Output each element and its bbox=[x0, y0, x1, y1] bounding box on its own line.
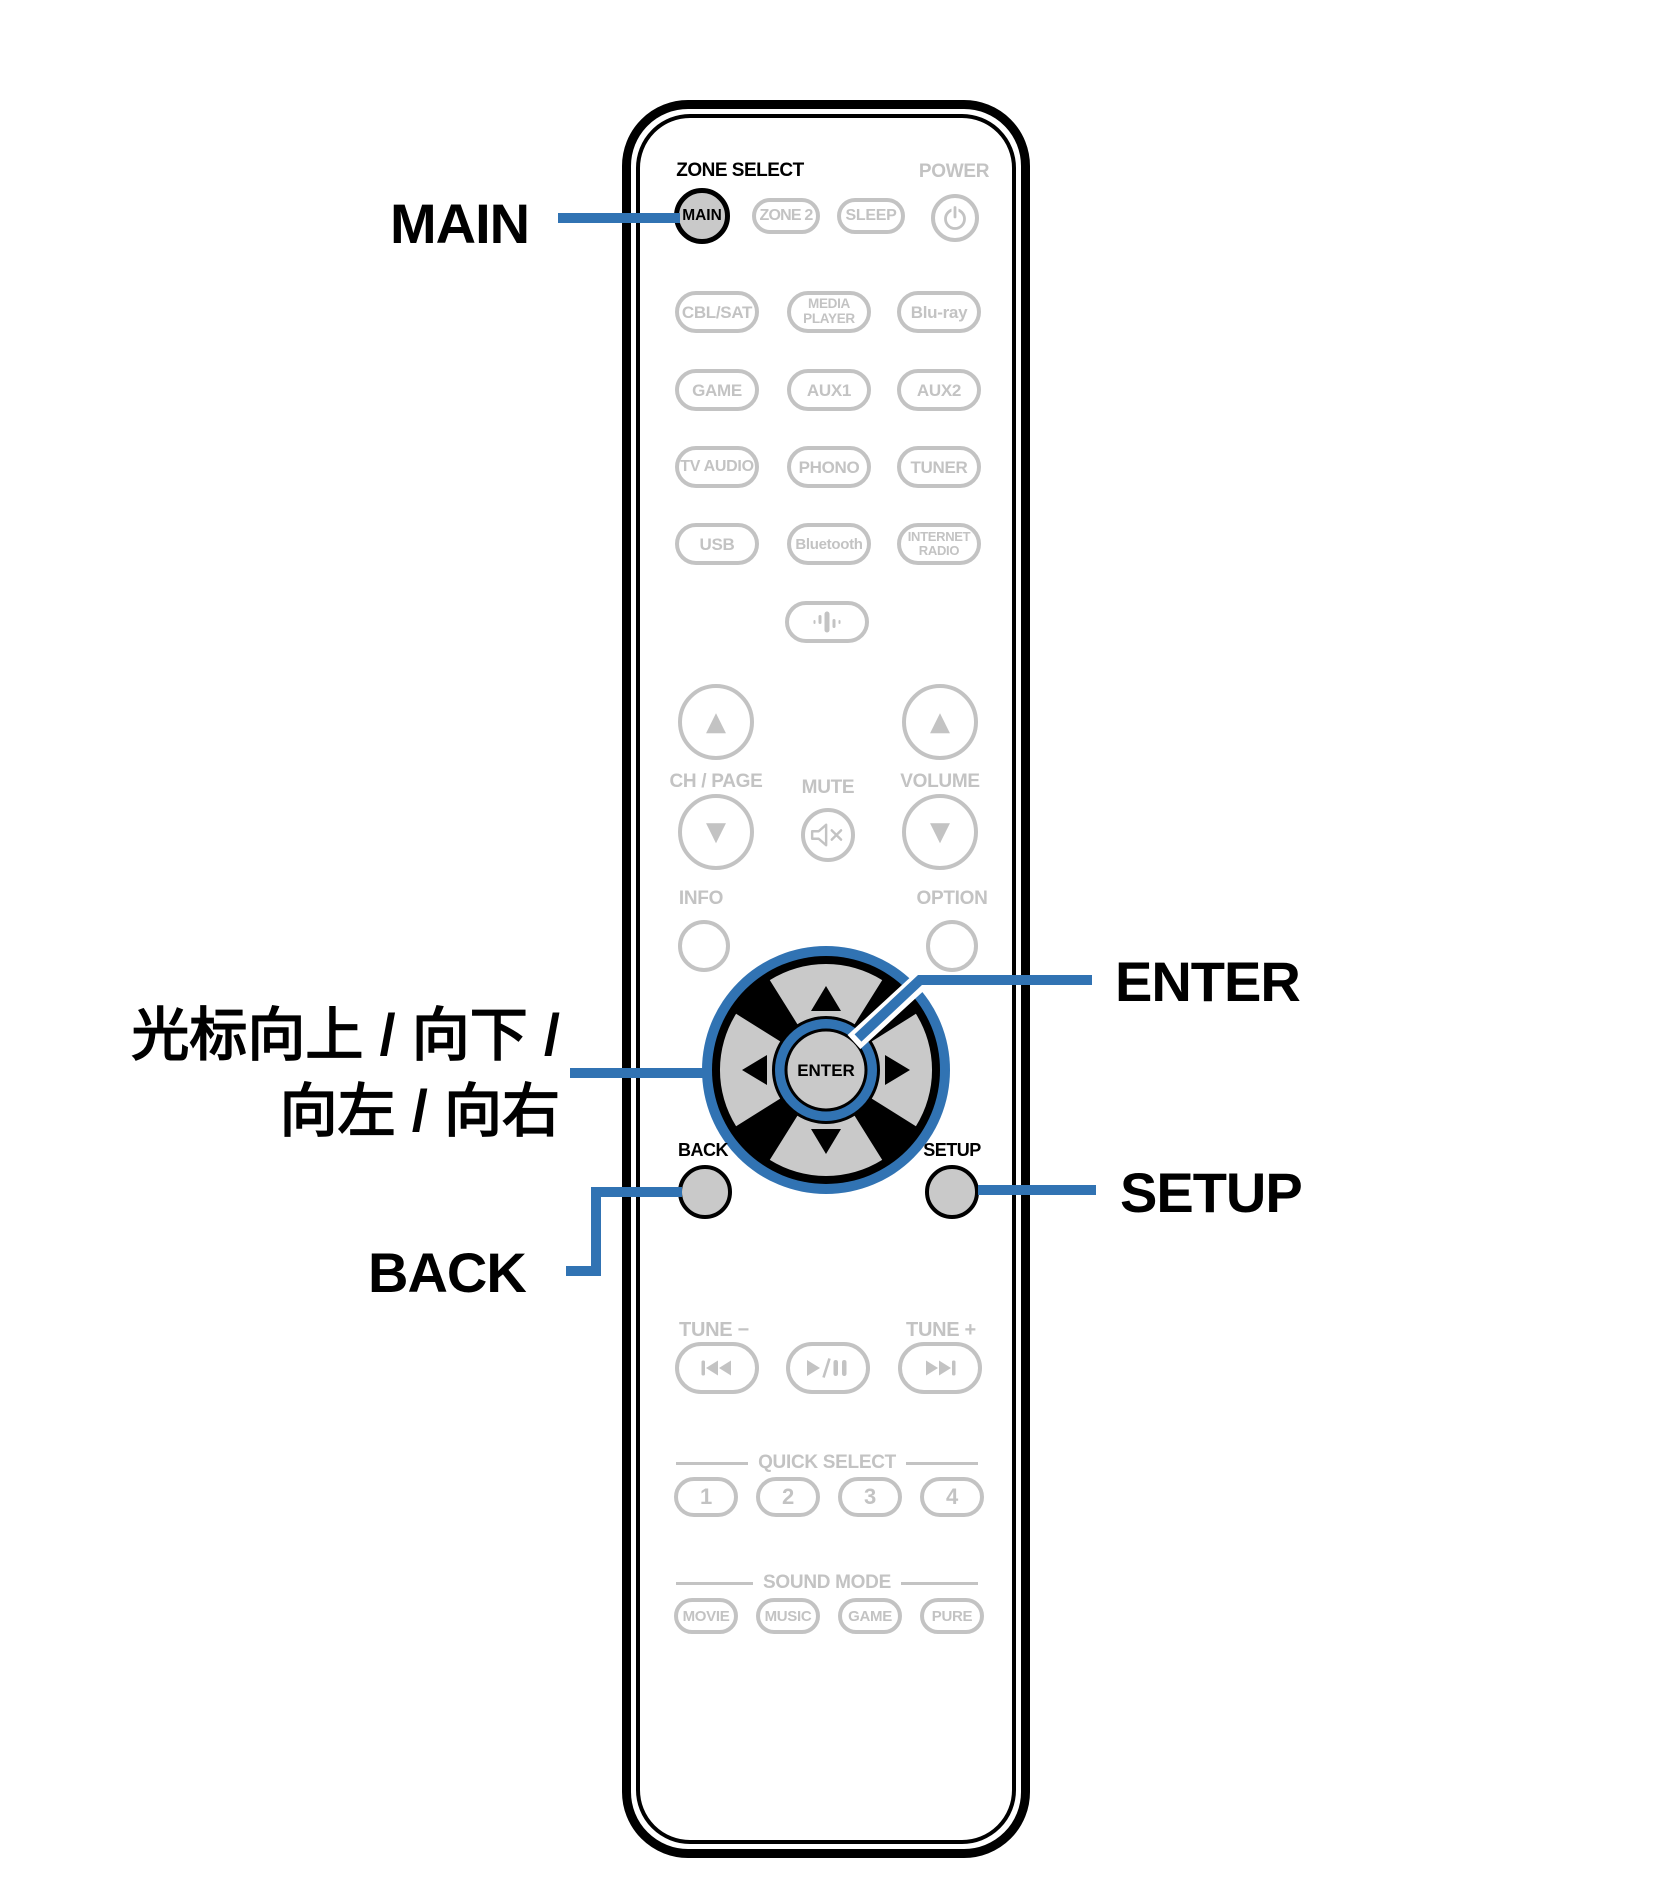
callout-cursor-label: 光标向上 / 向下 / 向左 / 向右 bbox=[40, 998, 560, 1150]
callout-setup-label: SETUP bbox=[1120, 1161, 1303, 1224]
callout-back-label: BACK bbox=[368, 1241, 527, 1304]
info-heading: INFO bbox=[678, 888, 724, 909]
sound-mode-heading-row: SOUND MODE bbox=[676, 1572, 978, 1594]
source-internet-radio-button[interactable]: INTERNET RADIO bbox=[897, 523, 981, 565]
power-button[interactable] bbox=[931, 194, 979, 242]
ch-page-down-button[interactable]: ▼ bbox=[678, 794, 754, 870]
source-tuner-button[interactable]: TUNER bbox=[897, 446, 981, 488]
heading-line bbox=[676, 1581, 754, 1585]
option-heading: OPTION bbox=[916, 888, 988, 909]
sound-mode-movie-button[interactable]: MOVIE bbox=[674, 1598, 738, 1634]
back-button[interactable] bbox=[678, 1165, 732, 1219]
quick-select-4-button[interactable]: 4 bbox=[920, 1477, 984, 1517]
cursor-down-button[interactable] bbox=[769, 1115, 883, 1177]
callout-main-label: MAIN bbox=[390, 192, 530, 255]
mute-heading: MUTE bbox=[801, 777, 855, 798]
source-game-button[interactable]: GAME bbox=[675, 369, 759, 411]
source-blu-ray-button[interactable]: Blu-ray bbox=[897, 291, 981, 333]
quick-select-2-button[interactable]: 2 bbox=[756, 1477, 820, 1517]
quick-select-1-button[interactable]: 1 bbox=[674, 1477, 738, 1517]
info-button[interactable] bbox=[678, 920, 730, 972]
triangle-up-icon bbox=[811, 986, 841, 1011]
skip-forward-icon bbox=[921, 1357, 959, 1379]
setup-heading: SETUP bbox=[923, 1140, 981, 1160]
sound-mode-game-button[interactable]: GAME bbox=[838, 1598, 902, 1634]
source-aux1-button[interactable]: AUX1 bbox=[787, 369, 871, 411]
source-tv-audio-button[interactable]: TV AUDIO bbox=[675, 446, 759, 488]
tune-plus-heading: TUNE + bbox=[906, 1319, 976, 1341]
source-usb-button[interactable]: USB bbox=[675, 523, 759, 565]
source-internet-radio-line1: INTERNET bbox=[907, 528, 971, 544]
tune-minus-heading: TUNE − bbox=[679, 1319, 749, 1341]
triangle-down-icon: ▼ bbox=[930, 817, 950, 847]
play-pause-button[interactable] bbox=[786, 1342, 870, 1394]
source-cbl-sat-button[interactable]: CBL/SAT bbox=[675, 291, 759, 333]
sound-mode-pure-button[interactable]: PURE bbox=[920, 1598, 984, 1634]
heading-line bbox=[900, 1581, 978, 1585]
source-internet-radio-line2: RADIO bbox=[918, 543, 960, 558]
speaker-setup-icon bbox=[807, 610, 847, 634]
triangle-down-icon: ▼ bbox=[706, 817, 726, 847]
quick-select-3-button[interactable]: 3 bbox=[838, 1477, 902, 1517]
heading-line bbox=[676, 1461, 749, 1465]
volume-heading: VOLUME bbox=[900, 771, 980, 792]
triangle-left-icon bbox=[742, 1055, 767, 1085]
skip-back-button[interactable] bbox=[675, 1342, 759, 1394]
callout-cursor-line1: 光标向上 / 向下 / bbox=[131, 1003, 560, 1068]
power-icon bbox=[941, 204, 969, 232]
source-media-player-line1: MEDIA bbox=[808, 296, 850, 312]
setup-button[interactable] bbox=[925, 1165, 979, 1219]
zone-main-button[interactable]: MAIN bbox=[674, 188, 730, 244]
source-phono-button[interactable]: PHONO bbox=[787, 446, 871, 488]
skip-back-icon bbox=[698, 1357, 736, 1379]
mute-speaker-icon bbox=[809, 821, 847, 849]
enter-button[interactable] bbox=[784, 1028, 868, 1112]
play-pause-icon bbox=[804, 1357, 852, 1379]
speaker-setup-button[interactable] bbox=[785, 601, 869, 643]
sleep-button[interactable]: SLEEP bbox=[837, 198, 905, 234]
callout-cursor-line2: 向左 / 向右 bbox=[279, 1079, 560, 1144]
callout-enter-label: ENTER bbox=[1115, 950, 1301, 1013]
triangle-up-icon: ▲ bbox=[930, 707, 950, 737]
volume-up-button[interactable]: ▲ bbox=[902, 684, 978, 760]
triangle-up-icon: ▲ bbox=[706, 707, 726, 737]
zone-select-heading: ZONE SELECT bbox=[676, 160, 804, 181]
triangle-right-icon bbox=[885, 1055, 910, 1085]
zone2-button[interactable]: ZONE 2 bbox=[752, 198, 820, 234]
ch-page-heading: CH / PAGE bbox=[669, 771, 763, 792]
option-button[interactable] bbox=[926, 920, 978, 972]
source-bluetooth-button[interactable]: Bluetooth bbox=[787, 523, 871, 565]
cursor-left-button[interactable] bbox=[719, 1013, 781, 1127]
skip-forward-button[interactable] bbox=[898, 1342, 982, 1394]
enter-button-label: ENTER bbox=[797, 1061, 855, 1080]
back-heading: BACK bbox=[678, 1140, 729, 1160]
power-heading: POWER bbox=[918, 161, 990, 182]
sound-mode-heading: SOUND MODE bbox=[763, 1572, 891, 1593]
sound-mode-music-button[interactable]: MUSIC bbox=[756, 1598, 820, 1634]
mute-button[interactable] bbox=[801, 808, 855, 862]
volume-down-button[interactable]: ▼ bbox=[902, 794, 978, 870]
source-media-player-line2: PLAYER bbox=[803, 311, 855, 326]
source-aux2-button[interactable]: AUX2 bbox=[897, 369, 981, 411]
triangle-down-icon bbox=[811, 1129, 841, 1154]
quick-select-heading-row: QUICK SELECT bbox=[676, 1452, 979, 1474]
quick-select-heading: QUICK SELECT bbox=[758, 1452, 896, 1473]
heading-line bbox=[905, 1461, 979, 1465]
source-media-player-button[interactable]: MEDIA PLAYER bbox=[787, 291, 871, 333]
ch-page-up-button[interactable]: ▲ bbox=[678, 684, 754, 760]
